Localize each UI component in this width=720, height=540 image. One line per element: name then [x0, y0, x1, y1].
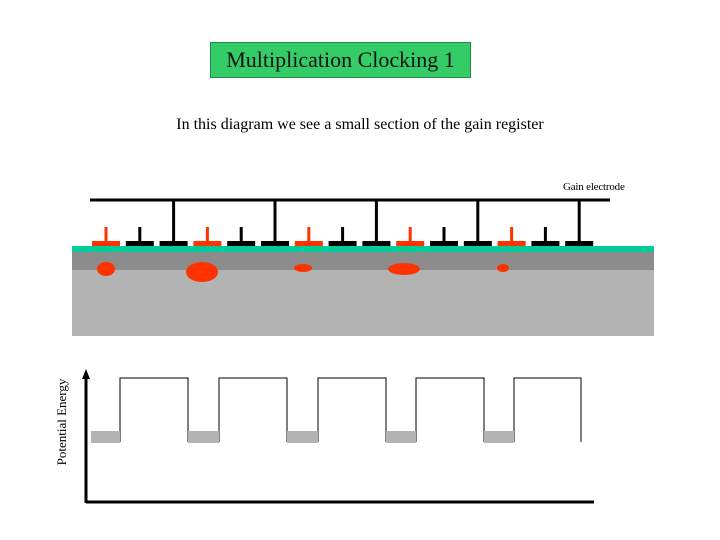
phase-electrode-orange — [294, 241, 323, 246]
page-title: Multiplication Clocking 1 — [226, 47, 455, 72]
substrate-dark-layer — [72, 252, 654, 270]
electrode-row — [92, 200, 594, 246]
gain-electrode — [261, 241, 289, 246]
phase-electrode-orange — [497, 241, 526, 246]
phase-electrode-orange — [92, 241, 120, 246]
title-box: Multiplication Clocking 1 — [210, 42, 471, 78]
gain-electrode-stem — [172, 200, 176, 242]
gain-electrode — [565, 241, 594, 246]
y-axis-arrowhead — [82, 369, 90, 379]
phase-electrode — [328, 241, 357, 246]
phase-electrode-orange — [193, 241, 222, 246]
substrate — [72, 246, 654, 336]
charge-packet — [388, 263, 420, 275]
phase-electrode-orange-stem — [104, 227, 108, 242]
phase-electrode-orange-stem — [307, 227, 311, 242]
potential-well — [484, 431, 514, 443]
gain-electrode — [362, 241, 391, 246]
potential-wells — [91, 377, 582, 443]
phase-electrode-stem — [138, 227, 142, 242]
phase-electrode-orange — [396, 241, 425, 246]
oxide-layer — [72, 246, 654, 252]
phase-electrode-stem — [341, 227, 345, 242]
phase-electrode — [531, 241, 560, 246]
phase-electrode — [125, 241, 154, 246]
potential-well — [91, 431, 120, 443]
gain-electrode-stem — [577, 200, 581, 242]
charge-packet — [497, 264, 509, 272]
phase-electrode — [430, 241, 458, 246]
phase-electrode-orange-stem — [205, 227, 209, 242]
gain-electrode-label: Gain electrode — [563, 181, 625, 193]
gain-electrode-stem — [374, 200, 378, 242]
phase-electrode-stem — [543, 227, 547, 242]
gain-electrode — [463, 241, 492, 246]
phase-electrode-stem — [442, 227, 446, 242]
substrate-light-layer — [72, 270, 654, 336]
charge-packet — [294, 264, 312, 272]
charge-packet — [186, 262, 218, 282]
gain-electrode — [159, 241, 188, 246]
gain-electrode-stem — [476, 200, 480, 242]
phase-electrode-orange-stem — [408, 227, 412, 242]
phase-electrode-stem — [239, 227, 243, 242]
potential-axes — [82, 369, 594, 504]
potential-well — [188, 431, 219, 443]
gain-electrode-stem — [273, 200, 277, 242]
phase-electrode — [227, 241, 256, 246]
charge-packets — [97, 262, 509, 282]
potential-barrier-profile — [119, 377, 582, 442]
charge-packet — [97, 262, 115, 276]
potential-well — [386, 431, 416, 443]
phase-electrode-orange-stem — [510, 227, 514, 242]
subtitle: In this diagram we see a small section o… — [176, 116, 544, 133]
potential-well — [287, 431, 318, 443]
